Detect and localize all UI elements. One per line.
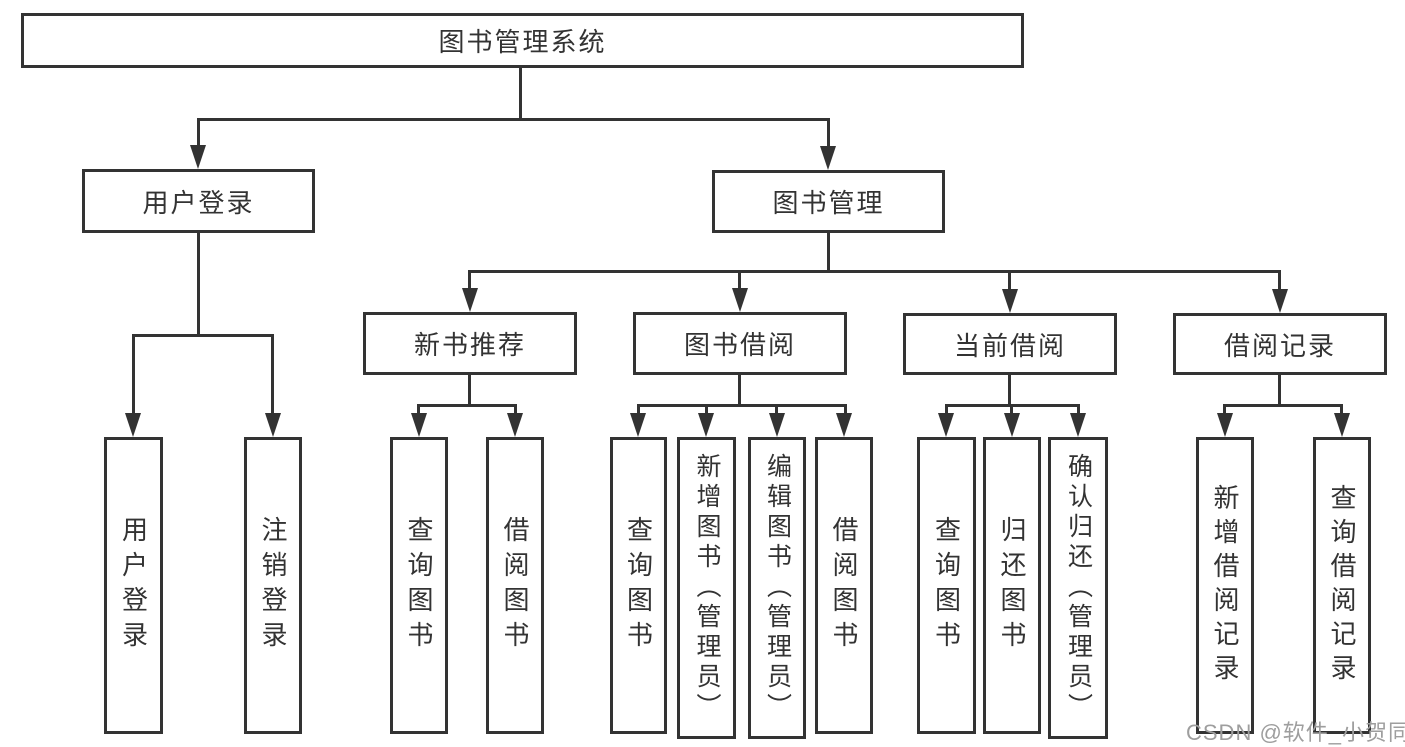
- connector-stub: [1223, 404, 1226, 416]
- connector-stub: [705, 404, 708, 416]
- leaf-br-add-record: 新增借阅记录: [1196, 437, 1254, 734]
- node-user-login-label: 用户登录: [142, 187, 255, 218]
- connector-stub: [1077, 404, 1080, 416]
- leaf-br-add-record-label: 新增借阅记录: [1210, 483, 1240, 688]
- leaf-cb-confirm-return-label: 确认归还（管理员）: [1064, 453, 1093, 723]
- connector-stub: [514, 404, 517, 416]
- csdn-watermark: CSDN @软件_小贺同学: [1186, 720, 1405, 745]
- leaf-cb-query-book-label: 查询图书: [931, 515, 962, 656]
- arrow-down-icon: [630, 413, 646, 437]
- connector-user-login-stub: [197, 233, 200, 336]
- node-user-login: 用户登录: [82, 169, 315, 233]
- leaf-logout-label: 注销登录: [258, 515, 288, 656]
- leaf-bb-borrow-book-label: 借阅图书: [829, 515, 859, 656]
- arrow-down-icon: [698, 413, 714, 437]
- leaf-cb-return-book: 归还图书: [983, 437, 1041, 734]
- leaf-bb-borrow-book: 借阅图书: [815, 437, 873, 734]
- arrow-down-icon: [836, 413, 852, 437]
- arrow-down-icon: [411, 413, 427, 437]
- leaf-bb-add-book: 新增图书（管理员）: [677, 437, 736, 739]
- connector-stub: [1010, 404, 1013, 416]
- node-borrow-records: 借阅记录: [1173, 313, 1387, 375]
- arrow-down-icon: [1334, 413, 1350, 437]
- leaf-cb-confirm-return: 确认归还（管理员）: [1048, 437, 1108, 739]
- connector-stub: [844, 404, 847, 416]
- arrow-down-icon: [1272, 289, 1288, 313]
- connector-stub: [468, 270, 471, 290]
- arrow-down-icon: [938, 413, 954, 437]
- connector-user-login-hline: [132, 334, 274, 337]
- leaf-bb-add-book-label: 新增图书（管理员）: [693, 453, 721, 723]
- connector-stub: [945, 404, 948, 416]
- leaf-rec-borrow-book-label: 借阅图书: [500, 515, 530, 656]
- leaf-user-login: 用户登录: [104, 437, 163, 734]
- node-library-system-label: 图书管理系统: [438, 27, 607, 57]
- arrow-down-icon: [1004, 413, 1020, 437]
- leaf-br-query-record-label: 查询借阅记录: [1327, 483, 1357, 688]
- arrow-down-icon: [125, 413, 141, 437]
- connector-cb-stub: [1008, 375, 1011, 406]
- node-book-borrow: 图书借阅: [633, 312, 847, 375]
- arrow-down-icon: [1217, 413, 1233, 437]
- connector-book-mgmt-stub: [827, 233, 830, 272]
- arrow-down-icon: [820, 146, 836, 170]
- node-borrow-records-label: 借阅记录: [1223, 330, 1336, 361]
- leaf-bb-query-book: 查询图书: [610, 437, 667, 734]
- leaf-bb-edit-book: 编辑图书（管理员）: [748, 437, 806, 739]
- connector-br-hline: [1223, 404, 1343, 407]
- leaf-br-query-record: 查询借阅记录: [1313, 437, 1371, 734]
- arrow-down-icon: [769, 413, 785, 437]
- leaf-bb-edit-book-label: 编辑图书（管理员）: [763, 453, 792, 723]
- node-library-system: 图书管理系统: [21, 13, 1024, 68]
- connector-rec-stub: [468, 375, 471, 406]
- leaf-rec-query-book: 查询图书: [390, 437, 448, 734]
- leaf-bb-query-book-label: 查询图书: [623, 515, 654, 656]
- arrow-down-icon: [265, 413, 281, 437]
- arrow-down-icon: [507, 413, 523, 437]
- node-book-management-label: 图书管理: [772, 188, 885, 218]
- arrow-down-icon: [1002, 289, 1018, 313]
- connector-level3-hline: [468, 270, 1281, 273]
- node-current-borrow: 当前借阅: [903, 313, 1117, 375]
- connector-stub: [417, 404, 420, 416]
- leaf-rec-query-book-label: 查询图书: [404, 515, 434, 656]
- leaf-cb-query-book: 查询图书: [917, 437, 976, 734]
- connector-stub: [1008, 270, 1011, 290]
- connector-level2-hline: [197, 118, 830, 121]
- arrow-down-icon: [1070, 413, 1086, 437]
- connector-stub: [827, 118, 830, 146]
- leaf-rec-borrow-book: 借阅图书: [486, 437, 544, 734]
- arrow-down-icon: [462, 288, 478, 312]
- connector-br-stub: [1278, 375, 1281, 406]
- leaf-logout: 注销登录: [244, 437, 302, 734]
- connector-rec-hline: [417, 404, 517, 407]
- connector-stub: [637, 404, 640, 416]
- node-book-management: 图书管理: [712, 170, 945, 233]
- connector-bb-hline: [637, 404, 847, 407]
- leaf-user-login-label: 用户登录: [118, 515, 149, 656]
- connector-root-stub: [519, 68, 522, 120]
- connector-bb-stub: [738, 375, 741, 406]
- connector-stub: [1340, 404, 1343, 416]
- node-book-borrow-label: 图书借阅: [683, 330, 796, 360]
- leaf-cb-return-book-label: 归还图书: [997, 515, 1027, 656]
- arrow-down-icon: [190, 145, 206, 169]
- connector-stub: [197, 118, 200, 146]
- node-new-book-recommend: 新书推荐: [363, 312, 577, 375]
- connector-stub: [132, 334, 135, 415]
- connector-stub: [1278, 270, 1281, 290]
- connector-stub: [775, 404, 778, 416]
- connector-stub: [271, 334, 274, 415]
- connector-stub: [738, 270, 741, 290]
- arrow-down-icon: [732, 288, 748, 312]
- node-new-book-recommend-label: 新书推荐: [413, 330, 526, 360]
- node-current-borrow-label: 当前借阅: [953, 330, 1066, 361]
